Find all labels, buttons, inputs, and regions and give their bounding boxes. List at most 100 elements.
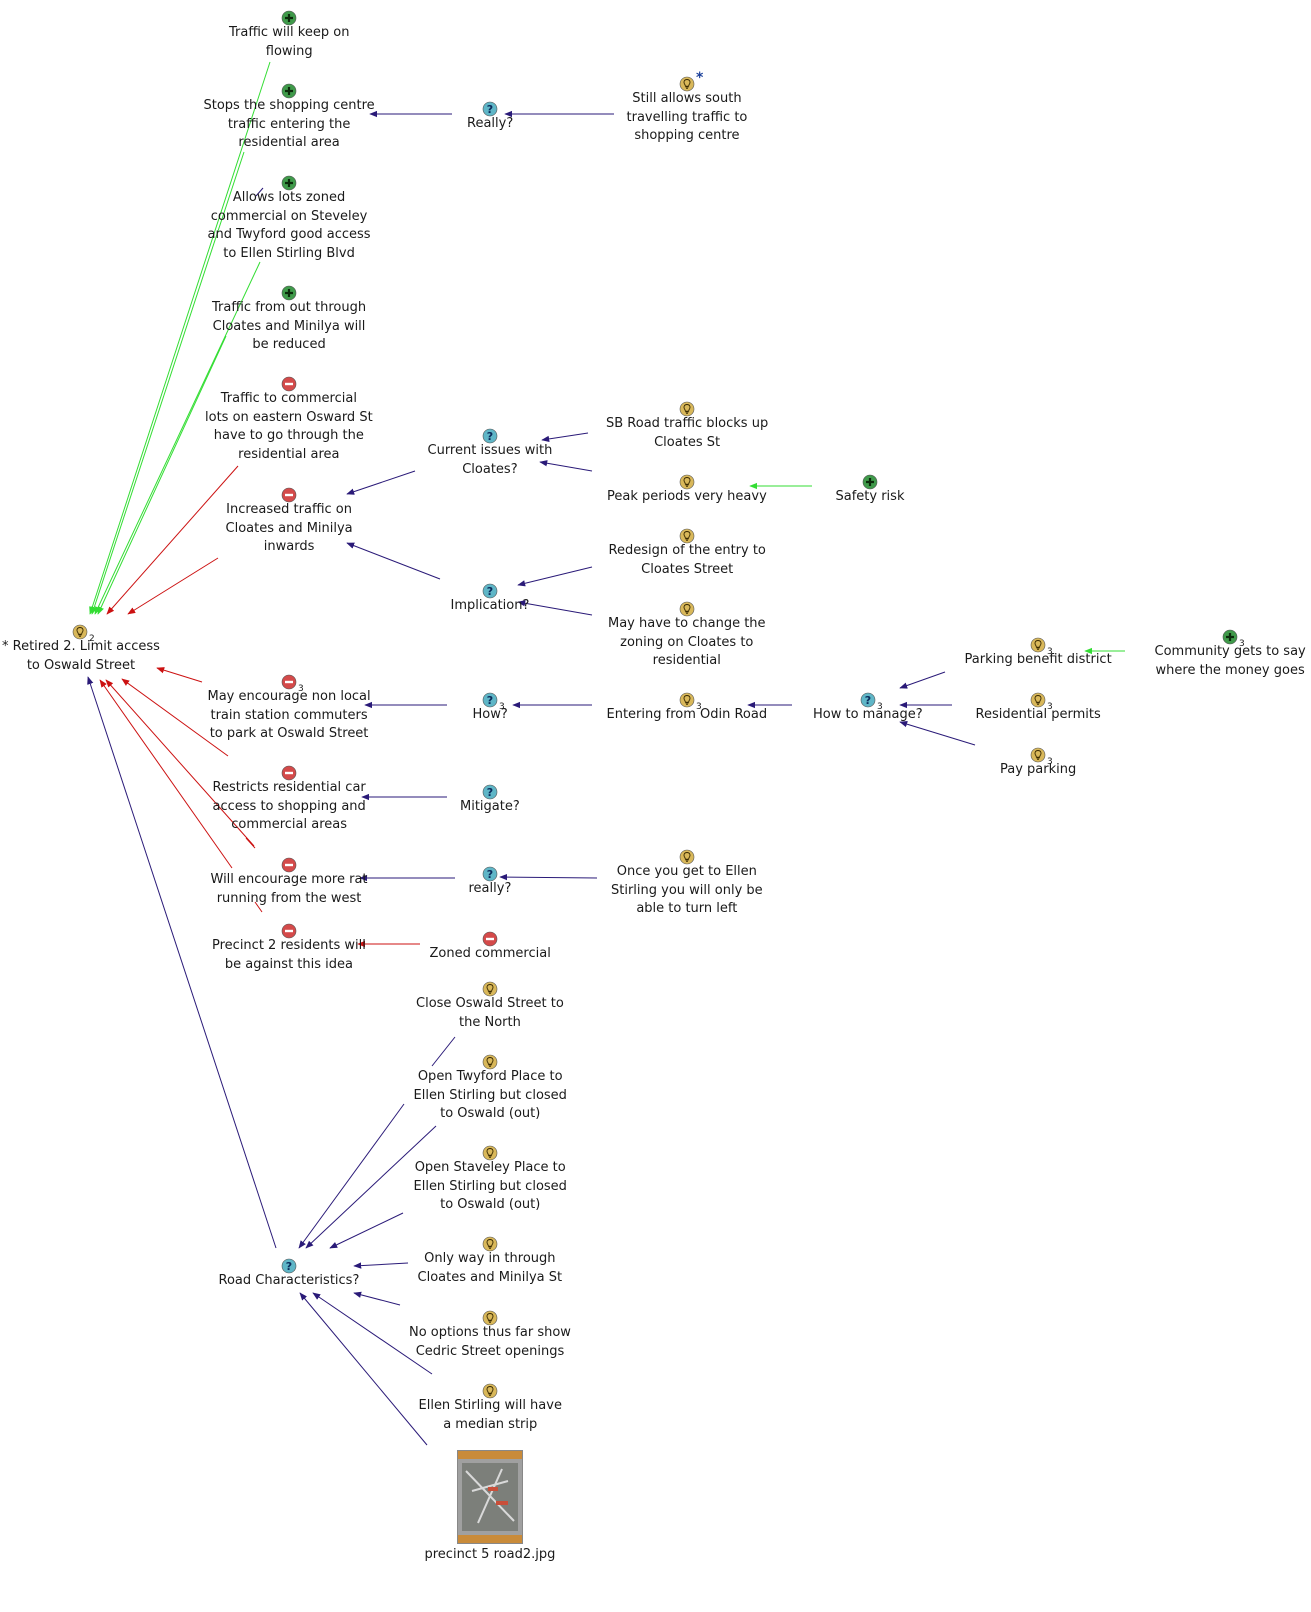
link-navy (346, 542, 441, 580)
lightbulb-icon[interactable] (482, 1145, 498, 1161)
question-icon[interactable]: ? (482, 101, 498, 117)
link-navy (299, 1292, 428, 1446)
count-badge: 3 (1047, 757, 1053, 767)
node-label: Current issues with Cloates? (427, 443, 553, 477)
minus-icon[interactable] (281, 376, 297, 392)
lightbulb-icon[interactable] (679, 76, 695, 92)
node-label: SB Road traffic blocks up Cloates St (606, 416, 769, 450)
link-red (99, 679, 233, 869)
lightbulb-icon[interactable] (482, 1310, 498, 1326)
link-navy (346, 470, 416, 495)
lightbulb-icon[interactable] (679, 401, 695, 417)
star-marker: * (696, 70, 704, 86)
count-badge: 3 (1047, 702, 1053, 712)
node-label: * Retired 2. Limit access to Oswald Stre… (2, 639, 160, 673)
plus-icon[interactable] (862, 474, 878, 490)
link-navy (329, 1212, 404, 1249)
node-label: Pay parking (1000, 762, 1077, 777)
node-label: Zoned commercial (429, 946, 551, 961)
node-label: Traffic to commercial lots on eastern Os… (205, 391, 373, 462)
link-navy (539, 460, 593, 472)
node-label: Traffic will keep on flowing (229, 25, 350, 59)
count-badge: 3 (1047, 647, 1053, 657)
minus-icon[interactable] (482, 931, 498, 947)
question-icon[interactable]: ? (482, 784, 498, 800)
link-green (94, 261, 261, 615)
question-icon[interactable]: ? (482, 692, 498, 708)
image-thumbnail[interactable] (457, 1450, 523, 1544)
question-icon[interactable]: ? (482, 866, 498, 882)
node-label: Still allows south travelling traffic to… (626, 91, 748, 143)
node-label: Open Staveley Place to Ellen Stirling bu… (413, 1160, 567, 1212)
lightbulb-icon[interactable] (1030, 692, 1046, 708)
node-label: Mitigate? (460, 799, 520, 814)
node-label: Really? (467, 116, 514, 131)
node-label: Ellen Stirling will have a median strip (418, 1398, 562, 1432)
minus-icon[interactable] (281, 765, 297, 781)
node-label: Stops the shopping centre traffic enteri… (203, 98, 375, 150)
plus-icon[interactable] (1222, 629, 1238, 645)
lightbulb-icon[interactable] (679, 528, 695, 544)
node-label: Only way in through Cloates and Minilya … (417, 1251, 563, 1285)
node-label: Residential permits (975, 707, 1101, 722)
svg-text:?: ? (487, 585, 493, 598)
node-label: How to manage? (813, 707, 923, 722)
lightbulb-icon[interactable] (482, 1236, 498, 1252)
node-label: precinct 5 road2.jpg (424, 1547, 556, 1562)
node-label: Restricts residential car access to shop… (212, 780, 366, 832)
minus-icon[interactable] (281, 923, 297, 939)
question-icon[interactable]: ? (482, 428, 498, 444)
link-navy (899, 671, 946, 689)
question-icon[interactable]: ? (860, 692, 876, 708)
node-label: Open Twyford Place to Ellen Stirling but… (413, 1069, 567, 1121)
lightbulb-icon[interactable] (679, 849, 695, 865)
link-navy (87, 676, 277, 1249)
link-red (127, 557, 219, 615)
lightbulb-icon[interactable] (1030, 637, 1046, 653)
link-red (254, 901, 263, 913)
link-green (89, 61, 271, 615)
svg-text:?: ? (286, 1260, 292, 1273)
lightbulb-icon[interactable] (482, 1054, 498, 1070)
count-badge: 3 (696, 702, 702, 712)
link-navy (899, 721, 976, 746)
question-icon[interactable]: ? (281, 1258, 297, 1274)
svg-text:?: ? (865, 694, 871, 707)
link-navy (353, 1262, 409, 1269)
plus-icon[interactable] (281, 285, 297, 301)
minus-icon[interactable] (281, 487, 297, 503)
node-label: Precinct 2 residents will be against thi… (212, 938, 366, 972)
node-label: Implication? (450, 598, 530, 613)
plus-icon[interactable] (281, 175, 297, 191)
lightbulb-icon[interactable] (1030, 747, 1046, 763)
node-label: Traffic from out through Cloates and Min… (212, 300, 367, 352)
node-label: Close Oswald Street to the North (416, 996, 564, 1030)
link-navy (312, 1292, 433, 1375)
count-badge: 3 (499, 702, 505, 712)
svg-text:?: ? (487, 103, 493, 116)
link-green (97, 335, 227, 615)
link-navy (298, 1103, 405, 1249)
link-navy (517, 566, 593, 587)
svg-text:?: ? (487, 430, 493, 443)
lightbulb-icon[interactable] (482, 1383, 498, 1399)
node-label: Community gets to say where the money go… (1154, 644, 1306, 678)
plus-icon[interactable] (281, 83, 297, 99)
link-navy (255, 187, 264, 197)
node-label: Allows lots zoned commercial on Steveley… (207, 190, 371, 261)
lightbulb-icon[interactable] (72, 624, 88, 640)
minus-icon[interactable] (281, 857, 297, 873)
lightbulb-icon[interactable] (482, 981, 498, 997)
lightbulb-icon[interactable] (679, 692, 695, 708)
link-red (121, 678, 229, 757)
lightbulb-icon[interactable] (679, 474, 695, 490)
svg-text:?: ? (487, 694, 493, 707)
lightbulb-icon[interactable] (679, 601, 695, 617)
minus-icon[interactable] (281, 674, 297, 690)
node-label: Redesign of the entry to Cloates Street (608, 543, 766, 577)
question-icon[interactable]: ? (482, 583, 498, 599)
link-red (105, 679, 255, 847)
plus-icon[interactable] (281, 10, 297, 26)
node-label: May encourage non local train station co… (207, 689, 371, 741)
